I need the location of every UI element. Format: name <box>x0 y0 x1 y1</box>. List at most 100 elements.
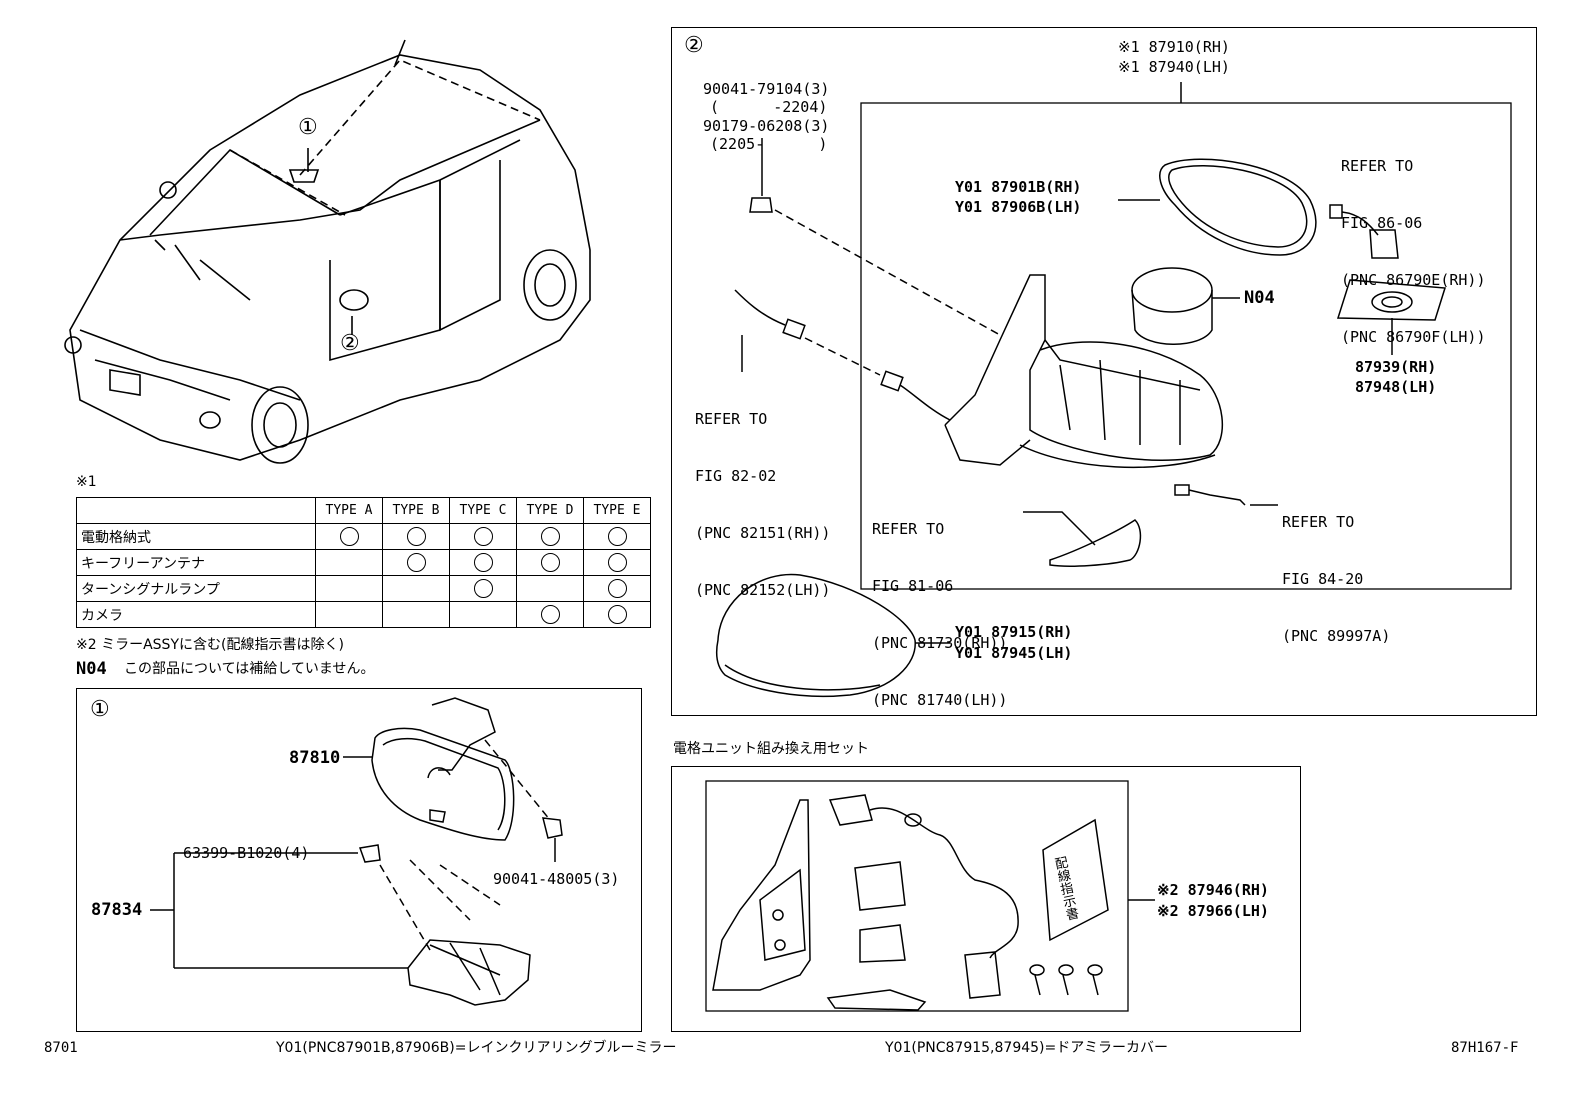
available-circle-icon <box>473 527 493 546</box>
refer-84-line: FIG 84-20 <box>1282 570 1364 588</box>
available-circle-icon <box>339 527 359 546</box>
type-header: TYPE D <box>516 497 584 524</box>
refer-fig-82-02: REFER TO FIG 82-02 (PNC 82151(RH)) (PNC … <box>695 372 830 619</box>
cover-87945-lh: Y01 87945(LH) <box>955 644 1073 662</box>
type-cell <box>315 575 383 602</box>
refer-86-line: (PNC 86790E(RH)) <box>1341 271 1486 289</box>
type-cell <box>516 575 584 602</box>
glass-87906b-lh: Y01 87906B(LH) <box>955 198 1082 216</box>
camera-87948-lh: 87948(LH) <box>1355 378 1437 396</box>
note2-text: ※2 ミラーASSYに含む(配線指示書は除く) <box>76 637 344 653</box>
part-87834: 87834 <box>91 900 143 920</box>
feature-label: 電動格納式 <box>76 523 316 550</box>
cover-87915-rh: Y01 87915(RH) <box>955 623 1073 641</box>
type-table-corner <box>76 497 316 524</box>
type-cell <box>583 575 651 602</box>
refer-86-line: (PNC 86790F(LH)) <box>1341 328 1486 346</box>
type-cell <box>449 523 517 550</box>
type-cell <box>315 523 383 550</box>
n04-code: N04 <box>76 659 107 679</box>
refer-81-line: (PNC 81740(LH)) <box>872 691 1008 709</box>
set-87946-rh: ※2 87946(RH) <box>1157 881 1269 899</box>
refer-84-line: (PNC 89997A) <box>1282 627 1391 645</box>
bolt-90041-range: ( -2204) <box>710 98 828 116</box>
feature-label: キーフリーアンテナ <box>76 549 316 576</box>
table-row: カメラ <box>76 601 651 628</box>
available-circle-icon <box>540 553 560 572</box>
type-cell <box>583 549 651 576</box>
available-circle-icon <box>540 605 560 624</box>
box2-callout: ② <box>684 33 704 58</box>
refer-fig-86-06: REFER TO FIG 86-06 (PNC 86790E(RH)) (PNC… <box>1341 119 1486 366</box>
available-circle-icon <box>607 605 627 624</box>
refer-82-line: FIG 82-02 <box>695 467 777 485</box>
feature-label: カメラ <box>76 601 316 628</box>
type-cell <box>315 601 383 628</box>
glass-87901b-rh: Y01 87901B(RH) <box>955 178 1082 196</box>
assy-87940-lh: ※1 87940(LH) <box>1118 58 1230 76</box>
refer-81-line: FIG 81-06 <box>872 577 954 595</box>
box-2-frame <box>671 27 1537 716</box>
bolt-90041-79104: 90041-79104(3) <box>703 80 830 98</box>
footer-figure-id: 87H167-F <box>1451 1040 1519 1056</box>
refer-fig-81-06: REFER TO FIG 81-06 (PNC 81730(RH)) (PNC … <box>872 482 1007 729</box>
refer-82-line: (PNC 82151(RH)) <box>695 524 831 542</box>
type-header: TYPE C <box>449 497 517 524</box>
type-cell <box>516 549 584 576</box>
type-header: TYPE E <box>583 497 651 524</box>
vehicle-illustration <box>64 39 591 464</box>
part-90041-48005: 90041-48005(3) <box>493 870 620 888</box>
type-cell <box>382 549 450 576</box>
motor-n04: N04 <box>1244 288 1275 308</box>
refer-82-line: (PNC 82152(LH)) <box>695 581 831 599</box>
refer-81-line: (PNC 81730(RH)) <box>872 634 1008 652</box>
box-1-frame <box>76 688 642 1032</box>
type-cell <box>583 601 651 628</box>
type-cell <box>382 523 450 550</box>
assy-87910-rh: ※1 87910(RH) <box>1118 38 1230 56</box>
refer-84-line: REFER TO <box>1282 513 1355 531</box>
vehicle-callout-1: ① <box>298 115 318 140</box>
type-cell <box>516 601 584 628</box>
note1-mark: ※1 <box>76 474 97 490</box>
bolt-90179-06208: 90179-06208(3) <box>703 117 830 135</box>
refer-86-line: FIG 86-06 <box>1341 214 1423 232</box>
available-circle-icon <box>473 579 493 598</box>
type-cell <box>516 523 584 550</box>
n04-text: この部品については補給していません。 <box>124 661 375 677</box>
available-circle-icon <box>540 527 560 546</box>
refer-86-line: REFER TO <box>1341 157 1414 175</box>
type-cell <box>382 575 450 602</box>
available-circle-icon <box>406 527 426 546</box>
type-cell <box>449 601 517 628</box>
feature-label: ターンシグナルランプ <box>76 575 316 602</box>
box3-title: 電格ユニット組み換え用セット <box>673 741 869 757</box>
table-row: キーフリーアンテナ <box>76 549 651 576</box>
type-cell <box>449 549 517 576</box>
vehicle-callout-2: ② <box>340 331 360 356</box>
type-header: TYPE A <box>315 497 383 524</box>
available-circle-icon <box>607 527 627 546</box>
type-cell <box>449 575 517 602</box>
footer-page-code: 8701 <box>44 1040 78 1056</box>
available-circle-icon <box>607 579 627 598</box>
type-cell <box>583 523 651 550</box>
available-circle-icon <box>473 553 493 572</box>
available-circle-icon <box>406 553 426 572</box>
part-87810: 87810 <box>289 748 341 768</box>
type-cell <box>315 549 383 576</box>
table-row: 電動格納式 <box>76 523 651 550</box>
bolt-90179-range: (2205- ) <box>710 135 828 153</box>
available-circle-icon <box>607 553 627 572</box>
refer-81-line: REFER TO <box>872 520 945 538</box>
part-63399-b1020: 63399-B1020(4) <box>183 844 310 862</box>
table-row: ターンシグナルランプ <box>76 575 651 602</box>
camera-87939-rh: 87939(RH) <box>1355 358 1437 376</box>
type-header: TYPE B <box>382 497 450 524</box>
footer-color-note-cover: Y01(PNC87915,87945)=ドアミラーカバー <box>885 1040 1168 1056</box>
footer-color-note-glass: Y01(PNC87901B,87906B)=レインクリアリングブルーミラー <box>276 1040 677 1056</box>
type-cell <box>382 601 450 628</box>
